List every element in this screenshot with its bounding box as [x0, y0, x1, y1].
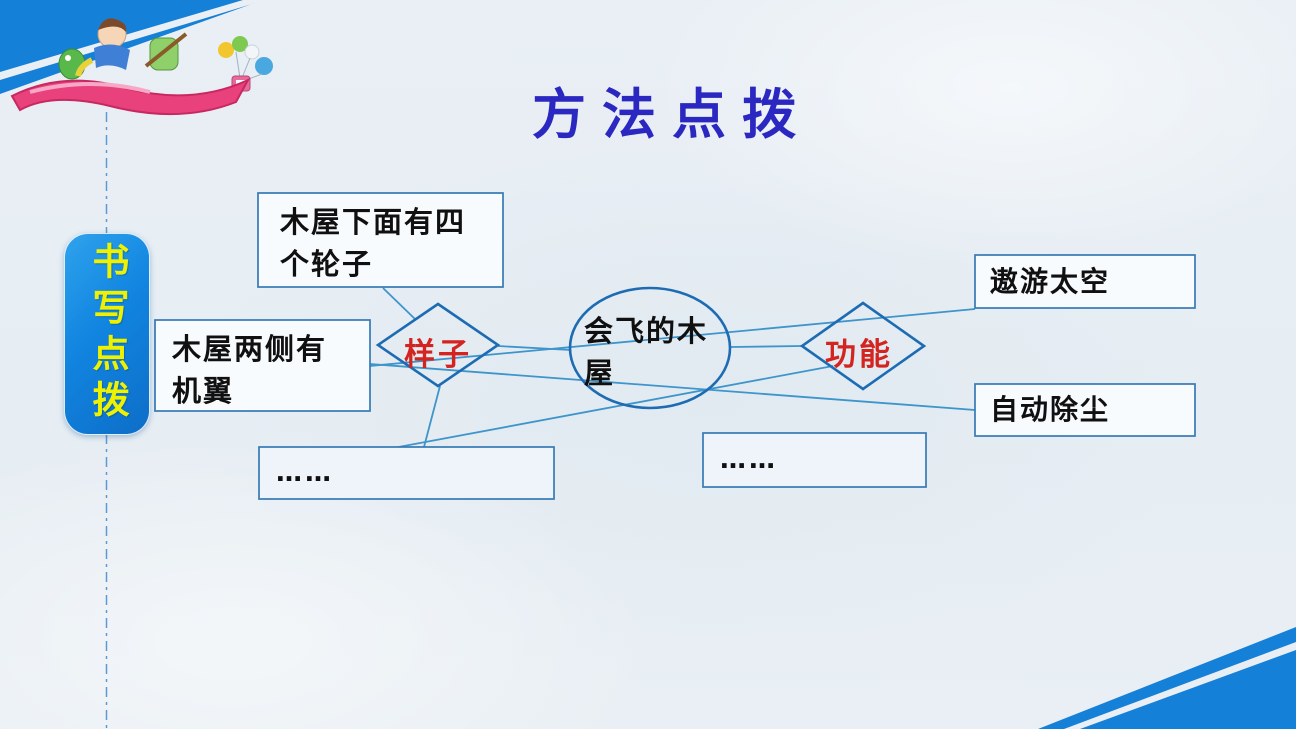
- sidebar-badge-label: 书写点拨: [86, 242, 129, 426]
- label-center: 会飞的木屋: [584, 314, 709, 390]
- label-ellipsis-left: ……: [276, 458, 334, 488]
- connector-center-to-function: [730, 345, 803, 348]
- label-dust-removal: 自动除尘: [990, 393, 1111, 426]
- box-wheels: [257, 192, 504, 288]
- label-appearance: 样子: [404, 337, 472, 373]
- bottom-right-corner-band: [1038, 627, 1296, 729]
- connector-long-to-space-travel: [369, 308, 976, 367]
- center-ellipse: [568, 286, 732, 410]
- core-shapes: [375, 286, 927, 410]
- connector-appearance-to-center: [497, 345, 572, 351]
- connector-appearance-to-ellipsis-left: [423, 385, 441, 448]
- flying-carpet-illustration: [10, 18, 273, 116]
- balloon-yellow: [218, 42, 234, 58]
- label-wheels: 木屋下面有四个轮子: [280, 205, 467, 281]
- label-space-travel: 遨游太空: [990, 264, 1111, 298]
- box-space-travel: [974, 254, 1196, 309]
- box-ellipsis-right: [702, 432, 927, 488]
- diamond-appearance: [375, 302, 501, 388]
- balloon-green: [232, 36, 248, 52]
- sidebar-badge: 书写点拨: [64, 233, 150, 435]
- connector-wheels-to-appearance: [382, 287, 416, 320]
- balloon-white: [244, 44, 260, 60]
- pink-carpet: [10, 77, 251, 116]
- diamond-function: [799, 301, 927, 391]
- box-ellipsis-left: [258, 446, 555, 500]
- boy-shirt: [94, 44, 130, 70]
- slide-title: 方法点拨: [532, 82, 812, 146]
- box-wings: [154, 319, 371, 412]
- box-dust-removal: [974, 383, 1196, 437]
- connector-lines: [258, 287, 976, 474]
- boy-arm: [75, 57, 94, 77]
- guitar: [144, 32, 188, 68]
- balloon-blue: [255, 57, 273, 75]
- boy-hair: [98, 18, 127, 32]
- label-ellipsis-right: ……: [720, 445, 778, 475]
- label-function: 功能: [825, 337, 893, 373]
- label-wings: 木屋两侧有机翼: [172, 332, 328, 408]
- node-boxes: [154, 192, 1196, 500]
- connector-long-to-dust-removal: [369, 363, 976, 411]
